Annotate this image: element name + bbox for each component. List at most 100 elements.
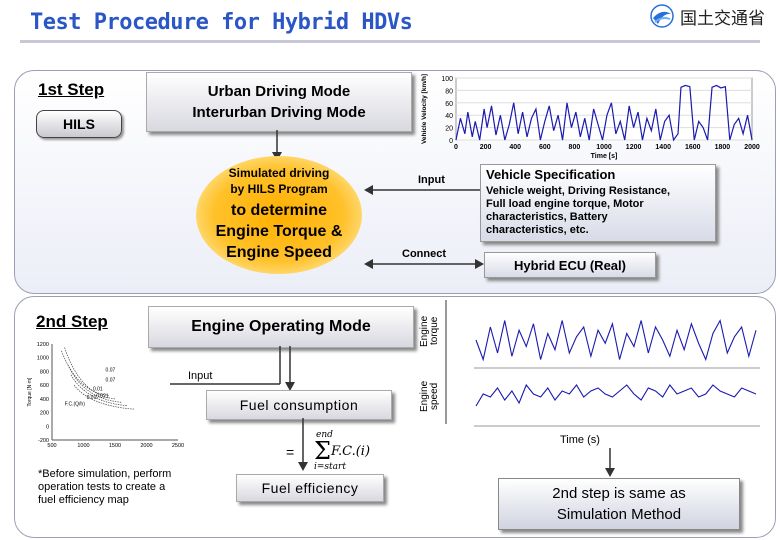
sim-big-1: to determine xyxy=(230,202,327,219)
engine-speed-axis-label: Engine speed xyxy=(419,368,440,424)
sum-lower: i=start xyxy=(314,462,346,472)
velocity-xtick-label: 1400 xyxy=(655,144,671,151)
map-contour-label: 0.07 xyxy=(106,367,116,373)
velocity-ytick-label: 20 xyxy=(445,126,453,133)
map-ytick-label: 800 xyxy=(40,369,49,375)
note-line-3: fuel efficiency map xyxy=(38,494,129,506)
sim-line-1: Simulated driving xyxy=(228,166,330,180)
velocity-xtick-label: 600 xyxy=(539,144,551,151)
same-line-1: 2nd step is same as xyxy=(552,485,686,502)
map-ytick-label: 1200 xyxy=(37,342,49,348)
velocity-xtick-label: 1600 xyxy=(685,144,701,151)
velocity-line xyxy=(455,84,753,142)
map-xtick-label: 500 xyxy=(47,443,56,449)
map-contour-label: 0.01 xyxy=(87,395,97,401)
time-axis-label: Time (s) xyxy=(560,434,600,446)
velocity-ytick-label: 0 xyxy=(449,138,453,145)
velocity-ytick-label: 40 xyxy=(445,113,453,120)
title-underline xyxy=(20,40,760,43)
velocity-ytick-label: 100 xyxy=(441,76,453,83)
torque-label-2: torque xyxy=(429,316,440,346)
interurban-mode-text: Interurban Driving Mode xyxy=(192,104,366,121)
velocity-ytick-label: 80 xyxy=(445,88,453,95)
hybrid-ecu-box: Hybrid ECU (Real) xyxy=(484,252,656,278)
step2-left-arrows xyxy=(445,300,447,424)
spec-line-1: Vehicle weight, Driving Resistance, xyxy=(486,185,671,197)
fuel-consumption-label: Fuel consumption xyxy=(239,397,359,413)
speed-label-2: speed xyxy=(429,382,440,410)
velocity-xtick-label: 200 xyxy=(480,144,492,151)
note-line-2: operation tests to create a xyxy=(38,481,166,493)
input-label-step2: Input xyxy=(188,370,213,382)
map-ytick-label: 200 xyxy=(40,411,49,417)
map-xtick-label: 2500 xyxy=(172,443,184,449)
torque-line xyxy=(475,318,757,362)
same-method-box: 2nd step is same as Simulation Method xyxy=(498,478,740,530)
map-contour-label: 0.07 xyxy=(106,378,116,384)
spec-line-2: Full load engine torque, Motor xyxy=(486,198,644,210)
urban-mode-text: Urban Driving Mode xyxy=(207,83,351,100)
connect-label: Connect xyxy=(402,248,446,260)
step1-connectors xyxy=(364,185,484,269)
map-ytick-label: 1000 xyxy=(37,356,49,362)
map-ytick-label: 400 xyxy=(40,397,49,403)
velocity-xtick-label: 1200 xyxy=(626,144,642,151)
spec-line-4: characteristics, etc. xyxy=(486,224,589,236)
sum-upper: end xyxy=(316,430,333,440)
mlit-emblem-icon xyxy=(650,4,674,28)
vehicle-spec-title: Vehicle Specification xyxy=(486,167,616,182)
velocity-xtick-label: 400 xyxy=(509,144,521,151)
sum-term: F.C.(i) xyxy=(330,443,371,459)
note-line-1: *Before simulation, perform xyxy=(38,468,172,480)
arrow-down-2 xyxy=(298,418,308,471)
simulation-blob xyxy=(196,156,362,274)
engine-speed-chart xyxy=(474,383,760,427)
vehicle-spec-body: Vehicle weight, Driving Resistance, Full… xyxy=(486,185,710,237)
driving-mode-box: Urban Driving Mode Interurban Driving Mo… xyxy=(146,72,412,132)
simulation-goal-text: to determine Engine Torque & Engine Spee… xyxy=(186,200,372,263)
spec-line-3: characteristics, Battery xyxy=(486,211,608,223)
step2-input-arrows xyxy=(170,346,295,391)
fuel-efficiency-box: Fuel efficiency xyxy=(236,474,384,502)
engine-torque-chart xyxy=(474,318,760,369)
engine-operating-mode-label: Engine Operating Mode xyxy=(191,318,371,335)
sum-formula: end Σ F.C.(i) i=start xyxy=(314,430,394,472)
input-label-step1: Input xyxy=(418,174,445,186)
hils-label: HILS xyxy=(63,116,95,132)
map-contour-label: 0.01 xyxy=(93,387,103,393)
sim-line-2: by HILS Program xyxy=(230,182,328,196)
map-contour-label: 0.021 xyxy=(96,393,109,399)
sim-big-2: Engine Torque & xyxy=(215,223,343,240)
map-contour-line xyxy=(70,374,128,407)
engine-torque-axis-label: Engine torque xyxy=(419,300,440,362)
hybrid-ecu-label: Hybrid ECU (Real) xyxy=(514,257,626,273)
velocity-xtick-label: 2000 xyxy=(744,144,760,151)
step1-label: 1st Step xyxy=(38,80,105,99)
map-xtick-label: 1500 xyxy=(109,443,121,449)
map-ytick-label: 0 xyxy=(46,424,49,430)
sigma-icon: Σ xyxy=(314,437,331,465)
same-line-2: Simulation Method xyxy=(556,506,682,523)
ministry-name: 国土交通省 xyxy=(680,8,765,29)
equals-sign: = xyxy=(286,444,295,460)
map-ytick-label: 600 xyxy=(40,383,49,389)
step2-label: 2nd Step xyxy=(36,312,108,331)
map-xtick-label: 1000 xyxy=(77,443,89,449)
fuel-efficiency-label: Fuel efficiency xyxy=(261,480,359,496)
speed-line xyxy=(475,383,757,407)
velocity-xtick-label: 0 xyxy=(454,144,458,151)
map-contour-line xyxy=(61,350,109,396)
page-title: Test Procedure for Hybrid HDVs xyxy=(30,10,413,35)
map-xtick-label: 2000 xyxy=(140,443,152,449)
velocity-ylabel: Vehicle Velocity [km/h] xyxy=(421,74,428,144)
vehicle-spec-box: Vehicle Specification Vehicle weight, Dr… xyxy=(480,164,716,242)
velocity-xtick-label: 1000 xyxy=(596,144,612,151)
arrow-down-3 xyxy=(605,448,615,477)
engine-operating-mode-box: Engine Operating Mode xyxy=(148,306,414,348)
map-contour-label: F.C.(Q/h) xyxy=(65,402,86,408)
hils-badge: HILS xyxy=(36,110,122,138)
velocity-xtick-label: 1800 xyxy=(715,144,731,151)
velocity-xtick-label: 800 xyxy=(569,144,581,151)
footnote: *Before simulation, perform operation te… xyxy=(38,468,208,507)
simulation-text: Simulated driving by HILS Program xyxy=(196,165,362,197)
